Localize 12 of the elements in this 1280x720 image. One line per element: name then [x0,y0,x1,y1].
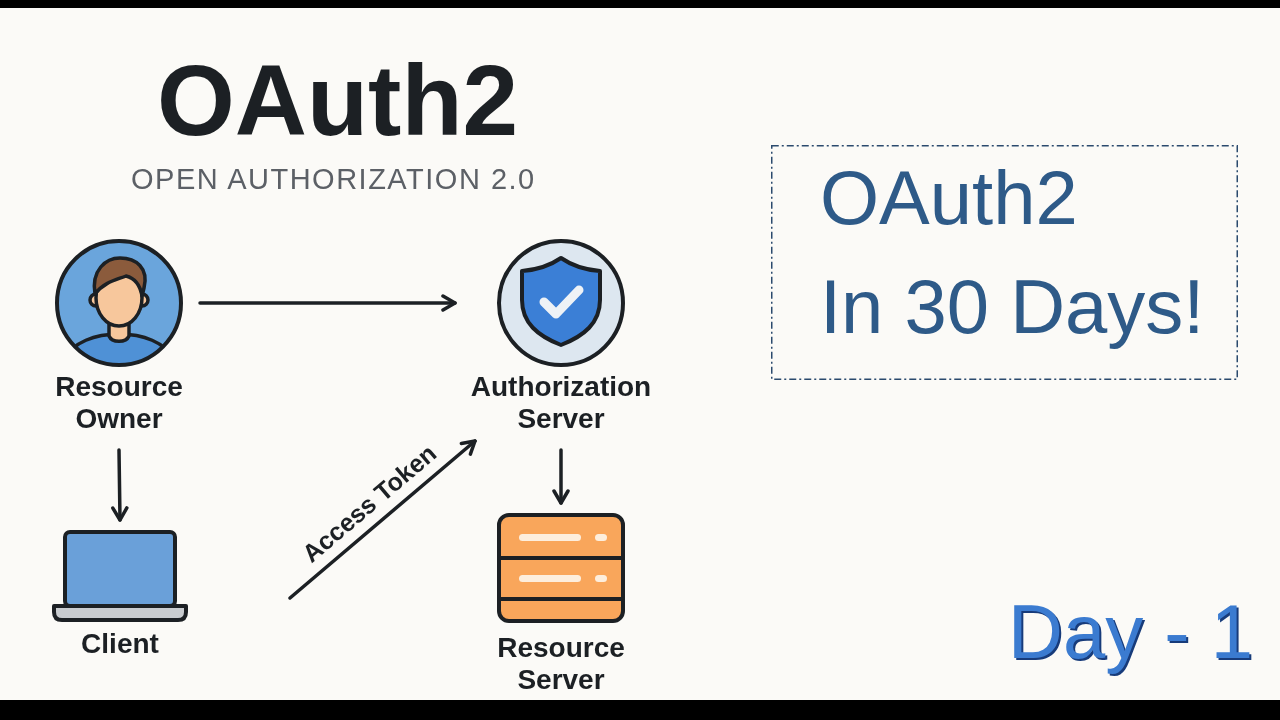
node-label: Resource Owner [54,371,184,435]
card-tagline: In 30 Days! [820,263,1205,351]
title: OAuth2 [157,50,519,150]
card-title: OAuth2 [820,154,1078,242]
node-label: Resource Server [496,632,626,696]
arrow [552,448,570,505]
node-label: Client [80,628,160,660]
arrow [111,448,129,522]
arrow [288,439,477,600]
subtitle: OPEN AUTHORIZATION 2.0 [131,165,536,194]
arrow [198,294,457,312]
node-label: Authorization Server [469,371,653,435]
